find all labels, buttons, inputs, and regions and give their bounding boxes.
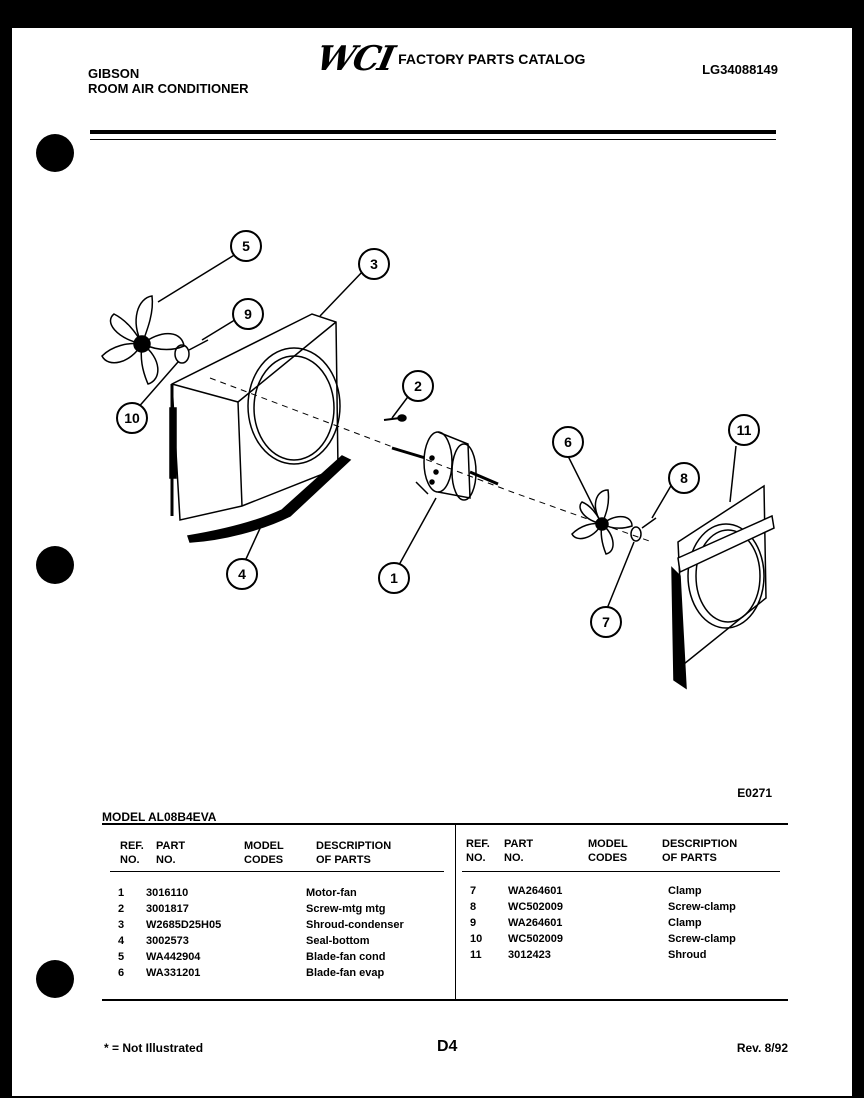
revision-date: Rev. 8/92 <box>736 1041 788 1055</box>
svg-text:6: 6 <box>564 434 572 450</box>
callout-11: 11 <box>728 414 760 446</box>
evaporator-fan-blade <box>571 489 633 555</box>
callout-7: 7 <box>590 606 622 638</box>
callout-1: 1 <box>378 562 410 594</box>
blade-clamp <box>174 339 209 364</box>
punch-hole <box>36 960 74 998</box>
product-line: ROOM AIR CONDITIONER <box>88 81 249 96</box>
callout-6: 6 <box>552 426 584 458</box>
callout-10: 10 <box>116 402 148 434</box>
svg-text:7: 7 <box>602 614 610 630</box>
svg-text:10: 10 <box>124 410 140 426</box>
callout-9: 9 <box>232 298 264 330</box>
svg-text:11: 11 <box>737 422 752 438</box>
brand-block: GIBSON ROOM AIR CONDITIONER <box>88 66 249 96</box>
svg-text:8: 8 <box>680 470 688 486</box>
callout-3: 3 <box>358 248 390 280</box>
svg-text:1: 1 <box>390 570 398 586</box>
svg-text:3: 3 <box>370 256 378 272</box>
model-label: MODEL AL08B4EVA <box>102 810 217 824</box>
catalog-number: LG34088149 <box>702 62 778 77</box>
header-underline <box>110 871 444 872</box>
catalog-title-block: WCI FACTORY PARTS CATALOG <box>313 39 586 79</box>
brand-name: GIBSON <box>88 66 140 81</box>
page-number: D4 <box>437 1038 458 1055</box>
bottom-seal <box>187 455 352 543</box>
footnote: * = Not Illustrated <box>104 1041 204 1055</box>
header-ref-no-right: REF.NO. <box>466 838 490 864</box>
exploded-parts-diagram: 1 2 3 4 5 6 7 8 9 10 11 <box>101 230 775 690</box>
header-underline-right <box>462 871 780 872</box>
fan-motor <box>391 431 499 501</box>
svg-text:5: 5 <box>242 238 250 254</box>
header-ref-no: REF.NO. <box>120 840 144 866</box>
catalog-title: FACTORY PARTS CATALOG <box>398 51 586 67</box>
evaporator-shroud <box>671 484 775 690</box>
callout-5: 5 <box>230 230 262 262</box>
callout-4: 4 <box>226 558 258 590</box>
mounting-screw <box>383 414 407 422</box>
header-rule-thin <box>90 139 776 140</box>
catalog-page: GIBSON ROOM AIR CONDITIONER WCI FACTORY … <box>12 28 852 1096</box>
svg-text:9: 9 <box>244 306 252 322</box>
evaporator-clamp <box>630 517 657 542</box>
svg-text:4: 4 <box>238 566 246 582</box>
table-divider <box>455 825 456 999</box>
svg-text:2: 2 <box>414 378 422 394</box>
figure-code: E0271 <box>737 786 772 800</box>
punch-hole <box>36 134 74 172</box>
condenser-fan-blade <box>101 295 185 385</box>
callout-2: 2 <box>402 370 434 402</box>
punch-hole <box>36 546 74 584</box>
callout-8: 8 <box>668 462 700 494</box>
condenser-shroud <box>169 313 341 521</box>
header-rule <box>90 130 776 134</box>
